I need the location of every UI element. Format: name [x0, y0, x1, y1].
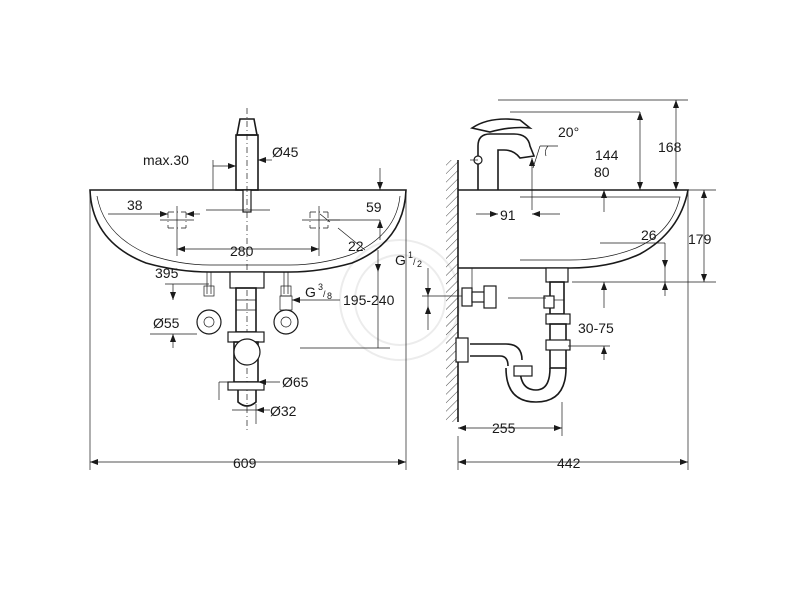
label-rosette-diameter: Ø55: [153, 315, 180, 331]
label-width: 609: [233, 455, 257, 471]
label-height-179: 179: [688, 231, 712, 247]
svg-text:/: /: [413, 257, 416, 267]
side-dimensions: [422, 99, 716, 470]
svg-text:/: /: [323, 289, 326, 299]
faucet-side: [469, 118, 536, 190]
label-depth-26: 26: [641, 227, 657, 243]
svg-text:2: 2: [417, 259, 422, 269]
supply-hoses-front: [203, 272, 292, 297]
label-waste-diameter: Ø32: [270, 403, 297, 419]
label-wall-distance: 255: [492, 420, 516, 436]
front-view: max.30 Ø45 38 59 280 22 395 G 3 / 8 195-…: [89, 108, 407, 471]
front-dimensions: [89, 157, 407, 470]
side-view: 20° 144 168 80 91 179 26 G 1 / 2 30-75 2…: [395, 99, 716, 471]
svg-text:G: G: [305, 284, 316, 300]
label-spout-diameter: Ø45: [272, 144, 299, 160]
label-trap-diameter: Ø65: [282, 374, 309, 390]
basin-side: [458, 189, 689, 269]
label-max-reach: max.30: [143, 152, 189, 168]
label-connection-side: G 1 / 2: [395, 250, 422, 269]
tap-hole-right: [302, 206, 340, 236]
svg-text:G: G: [395, 252, 406, 268]
svg-text:3: 3: [318, 282, 323, 292]
label-angle: 20°: [558, 124, 579, 140]
tap-hole-left: [160, 206, 194, 236]
label-offset-38: 38: [127, 197, 143, 213]
svg-text:8: 8: [327, 291, 332, 301]
label-height-80: 80: [594, 164, 610, 180]
svg-text:1: 1: [408, 250, 413, 260]
wall-hatch: [446, 160, 458, 422]
label-edge-22: 22: [348, 238, 364, 254]
label-depth: 442: [557, 455, 581, 471]
label-range: 195-240: [343, 292, 395, 308]
label-height-168: 168: [658, 139, 682, 155]
trap-side: [455, 267, 571, 403]
label-height-144: 144: [595, 147, 619, 163]
label-tap-spacing: 280: [230, 243, 254, 259]
label-adjust: 30-75: [578, 320, 614, 336]
angle-valves-front: [196, 295, 299, 366]
label-height-395: 395: [155, 265, 179, 281]
label-connection-front: G 3 / 8: [305, 282, 332, 301]
label-depth-59: 59: [366, 199, 382, 215]
label-projection: 91: [500, 207, 516, 223]
